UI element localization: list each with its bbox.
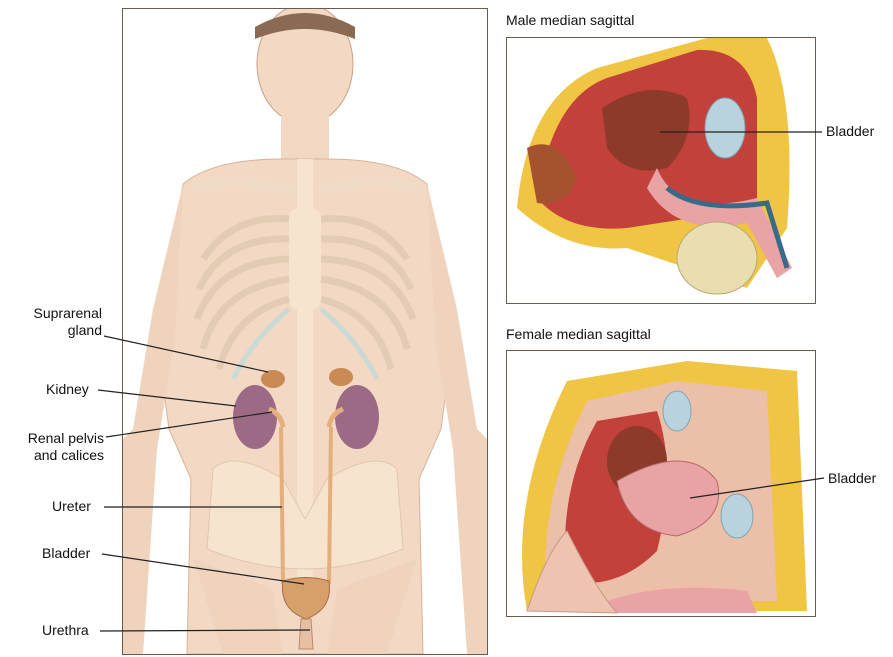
label-renal-line1: Renal pelvis [4,430,104,447]
male-panel-title: Male median sagittal [506,12,634,29]
label-ureter: Ureter [52,498,91,515]
label-renal-line2: and calices [4,447,104,464]
male-sagittal-illustration [507,38,815,303]
body-illustration-panel [122,8,488,655]
male-sagittal-panel [506,37,816,304]
label-urethra: Urethra [42,622,89,639]
label-renal-pelvis: Renal pelvis and calices [4,430,104,464]
female-label-bladder: Bladder [828,470,876,487]
human-body-illustration [123,9,487,654]
male-label-bladder: Bladder [826,123,874,140]
label-bladder: Bladder [42,545,90,562]
label-suprarenal-line2: gland [14,322,102,339]
female-panel-title: Female median sagittal [506,326,651,343]
label-suprarenal-gland: Suprarenal gland [14,305,102,339]
label-kidney: Kidney [46,381,89,398]
female-sagittal-illustration [507,351,815,616]
female-sagittal-panel [506,350,816,617]
label-suprarenal-line1: Suprarenal [14,305,102,322]
